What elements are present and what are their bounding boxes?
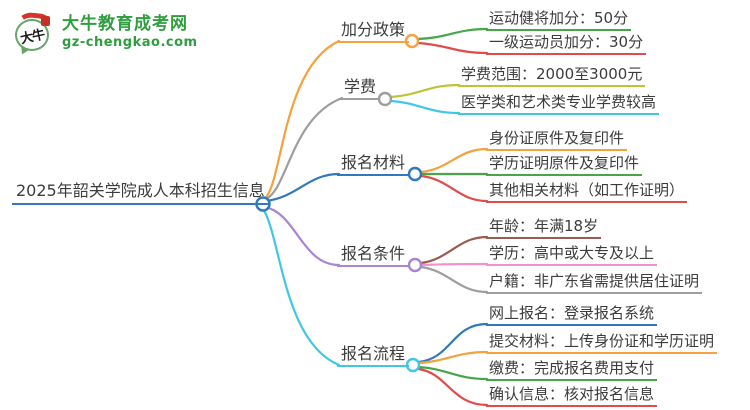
leaf-bonus-athlete-50[interactable]: 运动健将加分：50分 bbox=[486, 9, 632, 31]
line-tuition-child-2 bbox=[389, 99, 461, 115]
line-root-to-conditions bbox=[263, 205, 341, 267]
site-logo[interactable]: 大牛 大牛教育成考网 gz-chengkao.com bbox=[14, 11, 198, 57]
leaf-process-payment[interactable]: 缴费：完成报名费用支付 bbox=[486, 359, 658, 381]
conditions-node-circle[interactable] bbox=[407, 257, 423, 273]
line-root-to-process bbox=[261, 207, 341, 367]
leaf-condition-education[interactable]: 学历：高中或大专及以上 bbox=[486, 244, 658, 266]
line-process-child-3 bbox=[417, 365, 489, 381]
logo-red-seal bbox=[41, 16, 50, 26]
logo-bull-icon: 大牛 bbox=[14, 11, 55, 57]
logo-text: 大牛教育成考网 gz-chengkao.com bbox=[62, 14, 198, 51]
logo-bubble-tail bbox=[19, 46, 30, 57]
line-conditions-child-1 bbox=[419, 235, 489, 265]
logo-site-domain: gz-chengkao.com bbox=[62, 35, 198, 51]
leaf-process-submit-materials[interactable]: 提交材料：上传身份证和学历证明 bbox=[486, 332, 718, 354]
branch-conditions[interactable]: 报名条件 bbox=[337, 244, 410, 267]
line-tuition-child-1 bbox=[389, 83, 461, 99]
line-conditions-child-3 bbox=[419, 265, 489, 294]
line-process-child-2 bbox=[417, 350, 489, 365]
root-node-label[interactable]: 2025年韶关学院成人本科招生信息 bbox=[12, 181, 269, 205]
line-root-to-tuition bbox=[262, 96, 344, 202]
branch-materials[interactable]: 报名材料 bbox=[337, 153, 410, 176]
line-root-to-materials bbox=[264, 172, 341, 203]
leaf-tuition-medical-art[interactable]: 医学类和艺术类专业学费较高 bbox=[458, 93, 660, 115]
leaf-process-confirm-info[interactable]: 确认信息：核对报名信息 bbox=[486, 385, 658, 407]
line-conditions-child-2 bbox=[419, 262, 489, 267]
leaf-material-diploma[interactable]: 学历证明原件及复印件 bbox=[486, 154, 643, 176]
tuition-node-circle[interactable] bbox=[377, 91, 393, 107]
line-root-to-bonus-policy bbox=[262, 39, 341, 201]
branch-bonus-policy[interactable]: 加分政策 bbox=[337, 20, 410, 43]
branch-process[interactable]: 报名流程 bbox=[337, 344, 410, 367]
logo-site-name: 大牛教育成考网 bbox=[62, 14, 188, 35]
leaf-process-online-signup[interactable]: 网上报名：登录报名系统 bbox=[486, 304, 658, 326]
leaf-condition-age[interactable]: 年龄：年满18岁 bbox=[486, 217, 602, 239]
logo-hanzi-text: 大牛 bbox=[19, 27, 46, 47]
materials-node-circle[interactable] bbox=[407, 166, 423, 182]
line-materials-child-1 bbox=[419, 147, 489, 174]
leaf-tuition-range[interactable]: 学费范围：2000至3000元 bbox=[458, 65, 646, 87]
branch-tuition[interactable]: 学费 bbox=[340, 77, 381, 100]
leaf-material-id-card[interactable]: 身份证原件及复印件 bbox=[486, 129, 628, 151]
leaf-condition-residence[interactable]: 户籍：非广东省需提供居住证明 bbox=[486, 272, 703, 294]
line-materials-child-3 bbox=[419, 174, 489, 203]
line-process-child-4 bbox=[417, 367, 489, 407]
line-bonus-child-1 bbox=[416, 27, 489, 41]
line-process-child-1 bbox=[417, 322, 489, 364]
leaf-bonus-athlete-30[interactable]: 一级运动员加分：30分 bbox=[486, 33, 647, 55]
leaf-material-other[interactable]: 其他相关材料（如工作证明） bbox=[486, 181, 688, 203]
line-bonus-child-2 bbox=[416, 41, 489, 55]
